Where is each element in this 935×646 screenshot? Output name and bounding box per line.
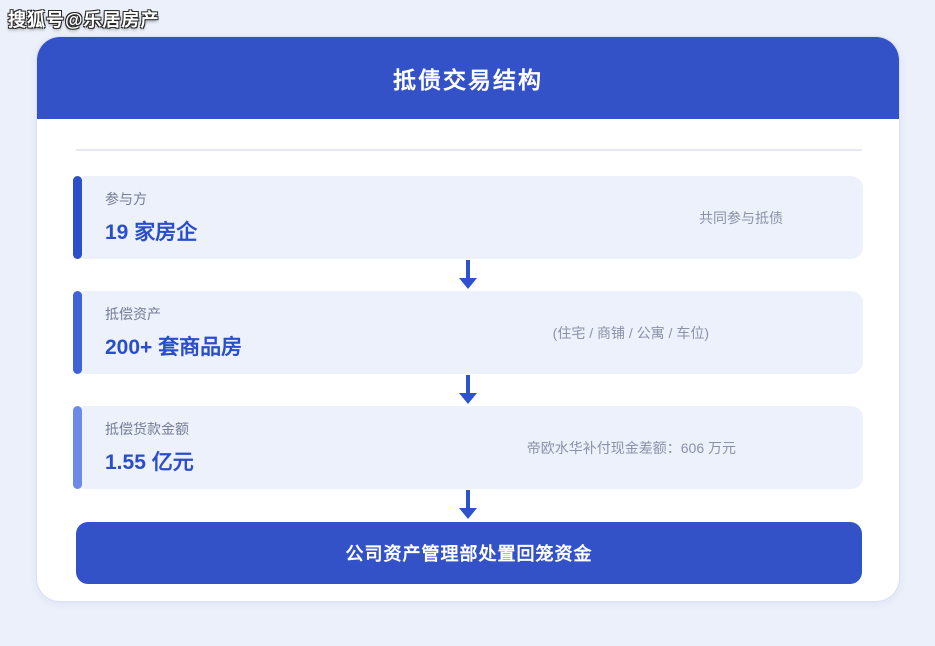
arrow-head: [459, 393, 477, 404]
step-note: 帝欧水华补付现金差额：606 万元: [526, 439, 736, 456]
flow-step-amount: 抵偿货款金额 1.55 亿元 帝欧水华补付现金差额：606 万元: [73, 406, 863, 489]
step-text-block: 抵偿资产 200+ 套商品房: [105, 291, 242, 374]
step-value: 19 家房企: [105, 221, 198, 244]
watermark-souhu-account: 搜狐号@乐居房产: [8, 10, 160, 30]
arrow-stem: [466, 260, 470, 278]
step-value: 1.55 亿元: [105, 451, 194, 474]
accent-bar: [73, 291, 82, 374]
arrow-down-icon: [37, 375, 899, 405]
step-label: 抵偿资产: [105, 306, 161, 322]
step-note: 共同参与抵债: [699, 209, 783, 226]
page-title: 抵债交易结构: [393, 67, 543, 93]
flow-step-participants: 参与方 19 家房企 共同参与抵债: [73, 176, 863, 259]
step-label: 抵偿货款金额: [105, 421, 189, 437]
structure-card: 抵债交易结构 参与方 19 家房企 共同参与抵债 抵偿资产 200+ 套商品房 …: [36, 36, 900, 602]
result-bar: 公司资产管理部处置回笼资金: [76, 522, 862, 584]
accent-bar: [73, 176, 82, 259]
arrow-down-icon: [37, 260, 899, 290]
step-value: 200+ 套商品房: [105, 336, 243, 359]
arrow-head: [459, 508, 477, 519]
header-divider: [76, 149, 862, 151]
arrow-stem: [466, 490, 470, 508]
step-text-block: 抵偿货款金额 1.55 亿元: [105, 406, 194, 489]
step-note: (住宅 / 商铺 / 公寓 / 车位): [552, 324, 709, 341]
step-label: 参与方: [105, 191, 147, 207]
arrow-stem: [466, 375, 470, 393]
accent-bar: [73, 406, 82, 489]
result-label: 公司资产管理部处置回笼资金: [345, 544, 593, 564]
card-header: 抵债交易结构: [37, 37, 899, 119]
arrow-down-icon: [37, 490, 899, 520]
step-text-block: 参与方 19 家房企: [105, 176, 197, 259]
flow-step-assets: 抵偿资产 200+ 套商品房 (住宅 / 商铺 / 公寓 / 车位): [73, 291, 863, 374]
arrow-head: [459, 278, 477, 289]
